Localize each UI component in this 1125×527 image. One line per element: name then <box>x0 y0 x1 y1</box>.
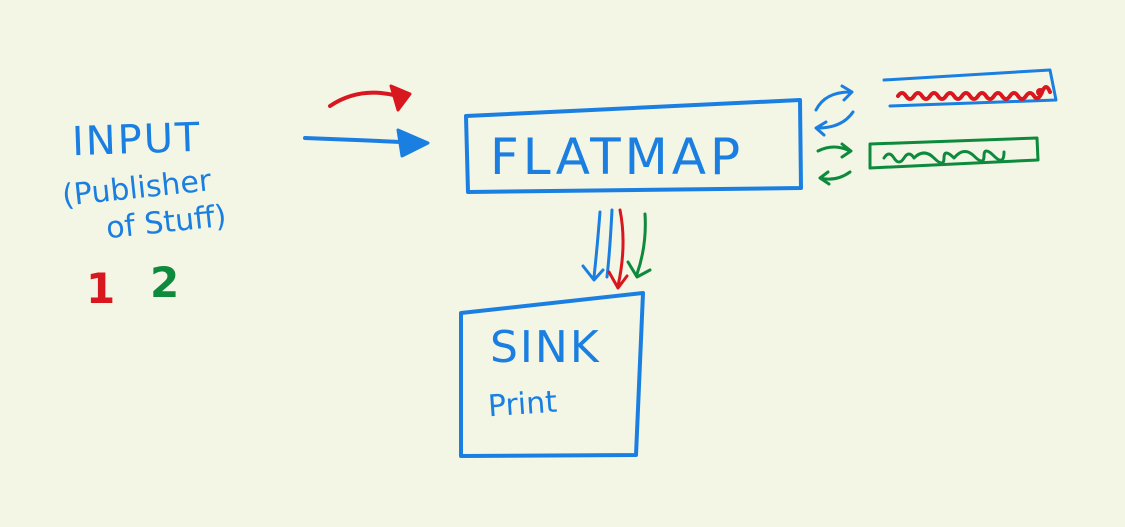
flatmap-node-title: FLATMAP <box>490 128 745 186</box>
sink-node-subtitle: Print <box>486 384 559 425</box>
green-down-arrow <box>626 212 652 279</box>
red-stream-line <box>896 85 1052 101</box>
sink-node-title: SINK <box>490 322 601 373</box>
flatmap-box <box>464 98 803 194</box>
input-value-2: 2 <box>150 258 180 307</box>
green-cycle-arrows <box>816 142 853 186</box>
red-input-arrowhead <box>389 84 412 112</box>
sink-box <box>459 291 645 458</box>
red-input-arrow <box>328 90 400 108</box>
red-down-arrow <box>607 208 629 290</box>
green-stream-box <box>868 136 1040 170</box>
red-stream-box <box>882 68 1058 108</box>
input-node-title: INPUT <box>71 114 203 166</box>
input-value-1: 1 <box>86 264 116 313</box>
red-stream-dot <box>1036 88 1044 96</box>
blue-input-arrowhead <box>396 128 430 158</box>
blue-down-arrow-2 <box>605 208 614 279</box>
blue-cycle-arrows <box>814 84 855 137</box>
green-stream-line <box>882 149 1006 165</box>
blue-down-arrow-1 <box>581 210 605 282</box>
